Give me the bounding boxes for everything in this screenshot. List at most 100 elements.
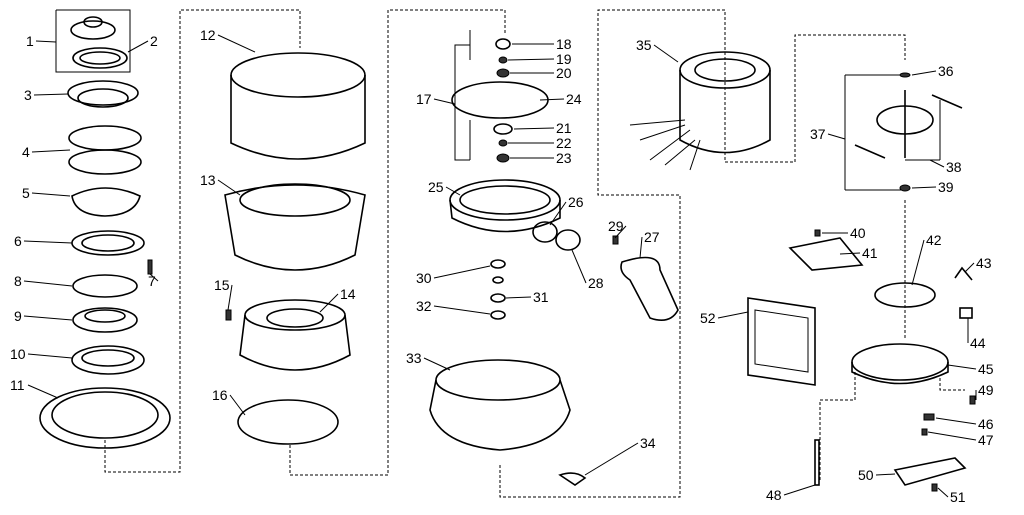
leader-line-3 bbox=[33, 93, 69, 96]
part-label-43: 43 bbox=[976, 255, 992, 271]
part-26-gasket bbox=[532, 221, 558, 243]
bracket-17 bbox=[454, 44, 470, 161]
part-label-41: 41 bbox=[862, 245, 878, 261]
part-4-gasket-b bbox=[68, 149, 142, 175]
part-40-screw bbox=[814, 229, 821, 237]
part-12-shroud bbox=[230, 52, 366, 98]
part-label-50: 50 bbox=[858, 467, 874, 483]
part-8-ring bbox=[72, 274, 138, 298]
part-24-plate bbox=[451, 81, 549, 119]
leader-line-52 bbox=[717, 311, 749, 319]
part-32 bbox=[490, 310, 506, 320]
leader-line-25 bbox=[445, 186, 461, 196]
part-label-6: 6 bbox=[14, 233, 22, 249]
part-42-bearing bbox=[874, 282, 936, 308]
leader-line-8 bbox=[23, 280, 73, 287]
part-11-gasket bbox=[39, 387, 171, 449]
part-27-elbow bbox=[620, 256, 679, 321]
part-41-plate bbox=[788, 237, 864, 271]
part-31 bbox=[490, 293, 506, 303]
part-label-20: 20 bbox=[556, 65, 572, 81]
part-30b bbox=[492, 276, 504, 284]
part-21 bbox=[493, 123, 513, 135]
part-29-screw bbox=[612, 235, 619, 245]
part-47 bbox=[921, 428, 928, 436]
leader-line-30 bbox=[433, 265, 491, 279]
part-3-flange bbox=[67, 80, 139, 106]
leader-line-16 bbox=[229, 394, 246, 416]
dashed-group-b bbox=[289, 9, 506, 476]
part-2-ring bbox=[72, 47, 128, 69]
part-13-housing bbox=[224, 184, 366, 271]
leader-line-14 bbox=[319, 293, 339, 313]
part-label-36: 36 bbox=[938, 63, 954, 79]
leader-line-45 bbox=[947, 364, 977, 370]
part-label-19: 19 bbox=[556, 51, 572, 67]
part-43-spring bbox=[954, 266, 973, 281]
part-45-end-bell bbox=[851, 343, 949, 381]
part-20 bbox=[496, 68, 510, 78]
part-34-clip bbox=[558, 472, 587, 486]
part-label-8: 8 bbox=[14, 273, 22, 289]
leader-line-48 bbox=[783, 484, 816, 496]
part-44-switch bbox=[959, 307, 973, 319]
part-label-29: 29 bbox=[608, 218, 624, 234]
leader-line-19 bbox=[507, 58, 555, 61]
part-label-45: 45 bbox=[978, 361, 994, 377]
part-48-bolt bbox=[814, 439, 820, 486]
part-label-28: 28 bbox=[588, 275, 604, 291]
part-label-1: 1 bbox=[26, 33, 34, 49]
leader-line-7 bbox=[149, 273, 159, 282]
part-label-30: 30 bbox=[416, 270, 432, 286]
part-19 bbox=[498, 56, 508, 64]
part-label-49: 49 bbox=[978, 382, 994, 398]
part-label-38: 38 bbox=[946, 159, 962, 175]
part-label-22: 22 bbox=[556, 135, 572, 151]
part-50-cover bbox=[893, 457, 967, 486]
leader-line-1 bbox=[35, 40, 57, 43]
leader-line-5 bbox=[31, 192, 71, 197]
leader-line-35 bbox=[653, 44, 679, 63]
part-label-24: 24 bbox=[566, 91, 582, 107]
leader-line-41 bbox=[839, 252, 861, 255]
leader-line-6 bbox=[23, 240, 73, 244]
part-51-screw bbox=[931, 483, 938, 492]
part-label-9: 9 bbox=[14, 308, 22, 324]
stator-wires bbox=[629, 119, 701, 171]
leader-line-17 bbox=[433, 98, 456, 105]
leader-line-21 bbox=[513, 127, 555, 130]
part-label-52: 52 bbox=[700, 310, 716, 326]
part-1-stopper bbox=[70, 20, 116, 40]
leader-line-31 bbox=[505, 296, 532, 299]
parts-third-column bbox=[429, 38, 679, 486]
parts-left-column bbox=[39, 16, 171, 449]
part-label-10: 10 bbox=[10, 346, 26, 362]
part-38-brushes bbox=[854, 94, 963, 159]
leader-line-46 bbox=[935, 417, 977, 425]
leader-line-10 bbox=[27, 353, 73, 359]
leader-line-37 bbox=[827, 133, 846, 140]
leader-line-36 bbox=[911, 70, 937, 76]
part-label-48: 48 bbox=[766, 487, 782, 503]
part-label-12: 12 bbox=[200, 27, 216, 43]
part-label-7: 7 bbox=[148, 273, 156, 289]
leader-line-43 bbox=[964, 262, 975, 273]
dashed-group-a bbox=[104, 9, 301, 473]
leader-line-26 bbox=[549, 201, 567, 226]
part-label-33: 33 bbox=[406, 350, 422, 366]
leader-line-24 bbox=[539, 98, 565, 101]
leader-line-27 bbox=[639, 236, 643, 259]
part-label-23: 23 bbox=[556, 150, 572, 166]
leader-line-42 bbox=[911, 239, 925, 286]
part-label-34: 34 bbox=[640, 435, 656, 451]
group-lines bbox=[55, 9, 965, 498]
part-33-housing bbox=[435, 359, 561, 401]
part-36-clip bbox=[899, 72, 911, 78]
part-label-31: 31 bbox=[533, 289, 549, 305]
part-label-4: 4 bbox=[22, 144, 30, 160]
part-label-32: 32 bbox=[416, 298, 432, 314]
part-23 bbox=[496, 153, 510, 163]
leader-line-15 bbox=[227, 284, 233, 311]
